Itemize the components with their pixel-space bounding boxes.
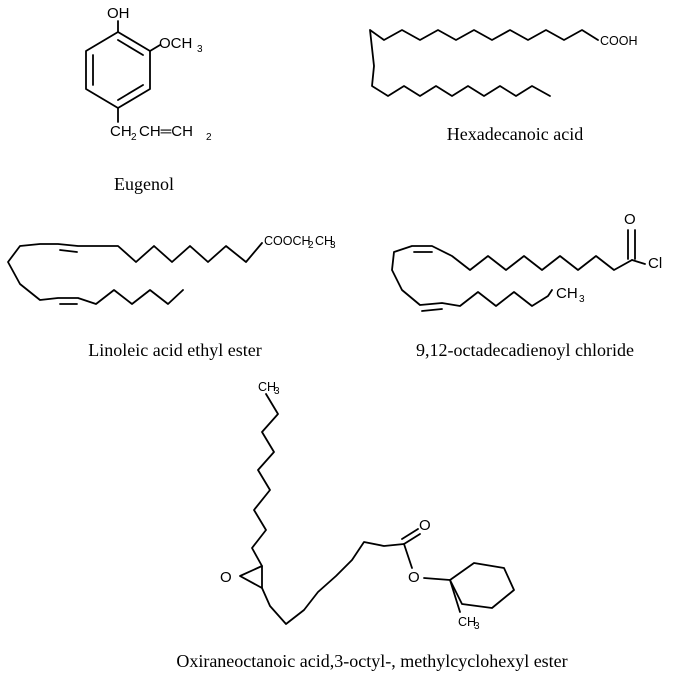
carbonyl-oxygen-label: O [624,211,636,228]
benzene-ring [85,31,151,109]
methoxy-subscript: 3 [197,44,203,55]
acyl-cl-bond [631,259,646,265]
cyclohexane-ring [449,562,515,609]
methoxy-label: OCH [159,35,192,52]
linoleic-caption: Linoleic acid ethyl ester [88,340,261,360]
octyl-methyl-subscript: 3 [274,386,280,397]
linoleic-ester-chain [7,242,263,305]
oxirane-caption: Oxiraneoctanoic acid,3-octyl-, methylcyc… [176,651,567,671]
ester-methyl-subscript: 3 [330,240,336,251]
hydroxyl-label: OH [107,5,130,22]
eugenol-structure [85,20,161,123]
methoxy-bond [149,44,161,52]
ester-carbonyl-bond [403,533,421,545]
allyl-vinyl-label: CH═CH [139,123,193,140]
ester-carbonyl-oxygen-label: O [419,517,431,534]
oxirane-ester-structure [239,393,515,625]
eugenol-caption: Eugenol [114,174,174,194]
ester-oxygen-bond [403,543,413,569]
octyl-methyl-label: CH [258,380,276,394]
octanoate-chain [261,541,405,625]
allyl-ch2-label: CH [110,123,132,140]
allyl-vinyl-subscript: 2 [206,132,212,143]
cis-double-bond [421,308,443,312]
allyl-ch2-subscript: 2 [131,132,137,143]
octadecadienoyl-chain [391,245,633,307]
chloride-label: Cl [648,255,662,272]
carboxyl-label: COOH [600,34,638,48]
ester-methyl-label: CH [315,234,333,248]
ester-carbonyl-bond [401,528,419,540]
octyl-chain [251,393,279,567]
octadecadienoyl-caption: 9,12-octadecadienoyl chloride [416,340,634,360]
ring-double-bond [117,84,144,101]
hexadecanoic-caption: Hexadecanoic acid [447,124,583,144]
epoxide-ring [239,565,263,589]
hexadecanoic-chain [369,29,599,97]
ring-methyl-bond [449,579,461,613]
ring-methyl-subscript: 3 [474,621,480,632]
ester-subscript: 2 [308,240,314,251]
terminal-methyl-subscript: 3 [579,294,585,305]
ring-double-bond [117,39,144,56]
ester-oxygen-bond [423,577,451,581]
ring-methyl-label: CH [458,615,476,629]
ester-group-label: COOCH [264,234,311,248]
ester-oxygen-label: O [408,569,420,586]
epoxide-oxygen-label: O [220,569,232,586]
cis-double-bond [59,249,78,253]
terminal-methyl-label: CH [556,285,578,302]
